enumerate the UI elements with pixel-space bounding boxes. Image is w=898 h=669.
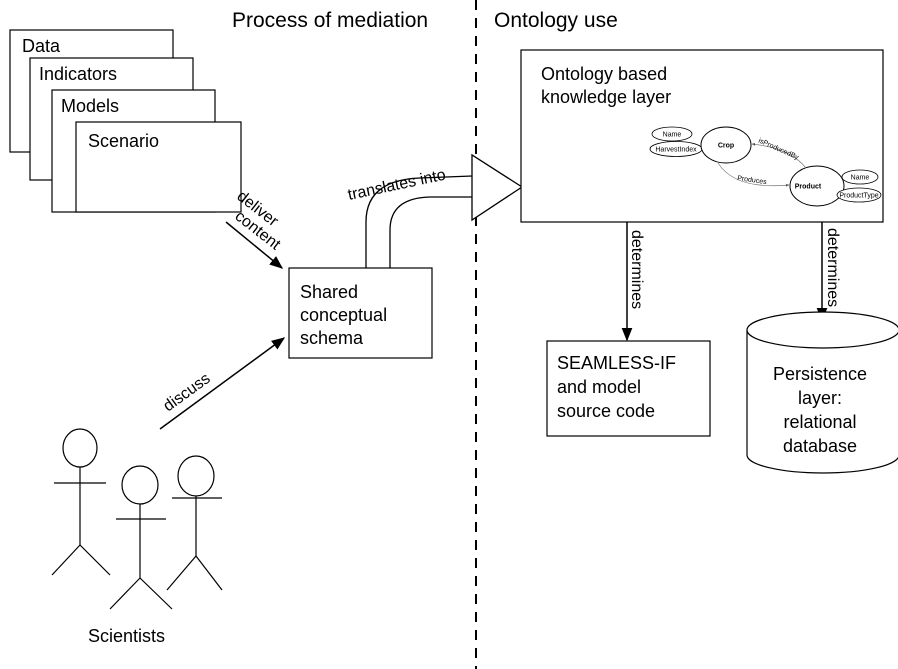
data-doc-label: Data [22,36,61,56]
produces-edge [717,162,790,187]
crop-name-label: Name [663,132,682,139]
deliver-content-arrow [225,221,284,269]
crop-name-node [651,126,693,142]
determines-right-label: determines [824,228,841,307]
scientist-figure-2 [109,465,173,610]
knowledge-layer-line2: knowledge layer [541,87,671,107]
product-label: Product [795,184,822,191]
seamless-line3: source code [557,401,655,421]
heading-ontology-use: Ontology use [494,9,618,32]
database-cylinder [746,311,898,474]
seamless-line2: and model [557,377,641,397]
shared-schema-box [288,267,433,359]
product-node [789,165,845,207]
scientist-figure-1 [51,428,111,576]
database-line2: layer: [798,388,842,408]
schema-line3: schema [300,328,364,348]
produces-label: Produces [737,175,768,186]
crop-node [700,126,752,164]
schema-line1: Shared [300,282,358,302]
product-type-label: ProductType [839,193,878,200]
database-line3: relational [783,412,856,432]
crop-label: Crop [718,143,734,150]
translates-into-arrow [365,153,524,268]
indicators-doc-label: Indicators [39,64,117,84]
scenario-doc-label: Scenario [88,131,159,151]
knowledge-layer-line1: Ontology based [541,64,667,84]
discuss-arrow [159,337,286,430]
determines-left-label: determines [628,230,645,309]
scientists-figures [51,428,223,610]
database-line4: database [783,436,857,456]
crop-harvest-index-label: HarvestIndex [655,147,697,154]
is-produced-by-edge [751,142,807,169]
seamless-if-box [546,340,711,437]
document-stack: Data Indicators Models Scenario [9,29,242,213]
models-doc-label: Models [61,96,119,116]
product-name-label: Name [851,175,870,182]
translates-into-label: translates into [346,167,447,204]
schema-line2: conceptual [300,305,387,325]
product-type-node [836,187,882,203]
seamless-line1: SEAMLESS-IF [557,353,676,373]
database-line1: Persistence [773,364,867,384]
product-name-node [841,169,879,185]
scientists-label: Scientists [88,626,165,646]
mini-ontology-graph: Name HarvestIndex Crop Product Name Prod… [649,126,882,207]
scenario-doc [75,121,242,213]
heading-process-of-mediation: Process of mediation [232,9,428,32]
scientist-figure-3 [166,455,223,591]
